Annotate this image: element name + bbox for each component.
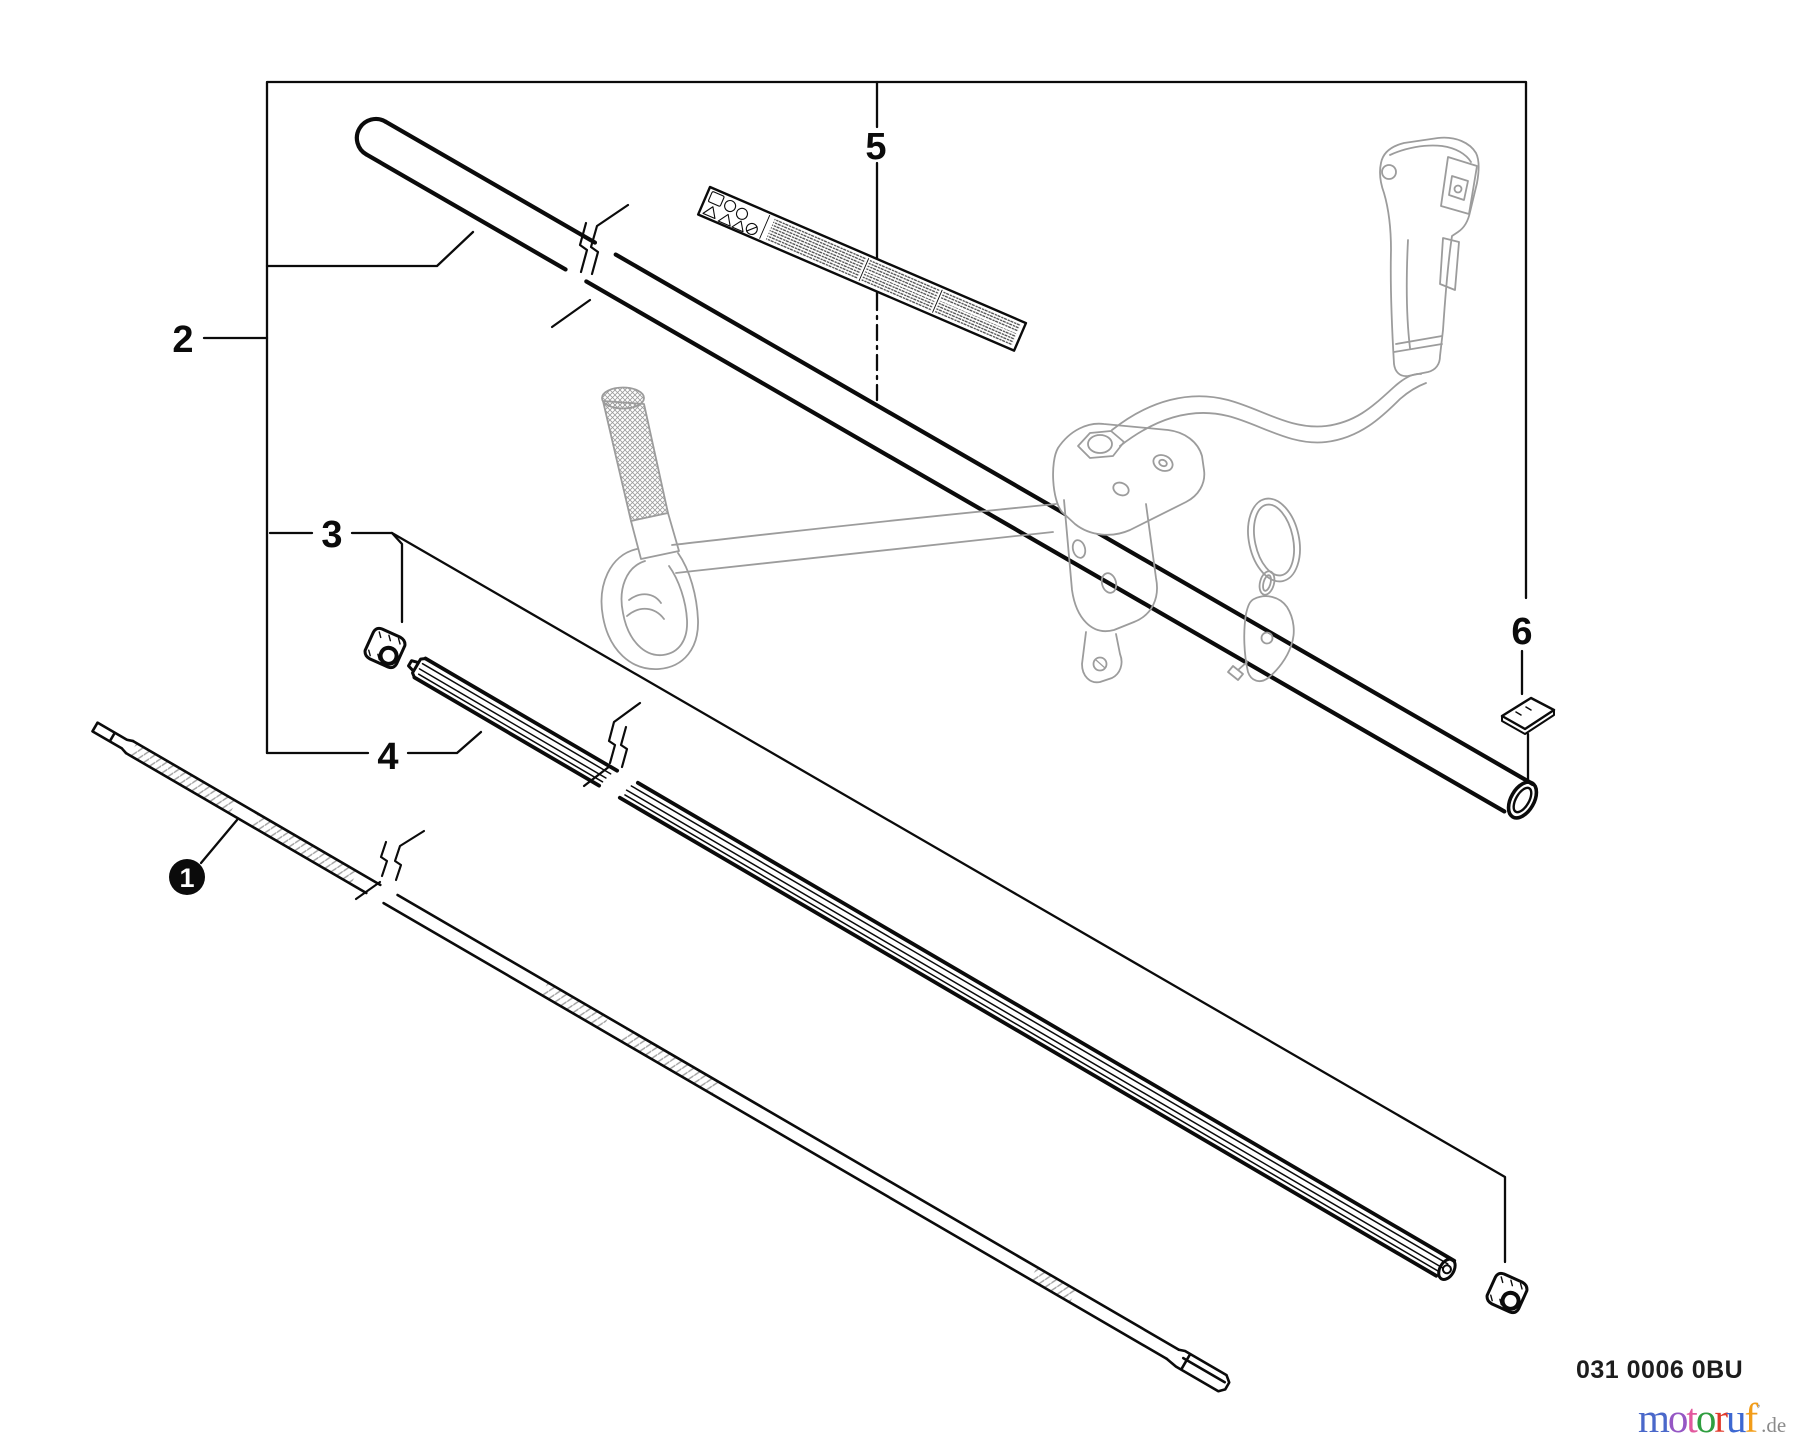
ring-inner: [1253, 503, 1295, 577]
logo-letter: t: [1686, 1395, 1697, 1441]
motoruf-logo[interactable]: motoruf’.de: [1638, 1394, 1786, 1442]
part-label-6: 6: [1511, 611, 1532, 653]
flex-shaft-part1: [91, 721, 1231, 1393]
shaft-square-tip-top: [91, 721, 135, 755]
bushing-upper: [358, 622, 412, 674]
eye-protection-icon: [724, 199, 737, 213]
part-label-1: 1: [179, 863, 194, 893]
ear-protection-icon: [735, 207, 749, 220]
logo-letter: m: [1638, 1395, 1670, 1441]
throttle-cable-ghost: [1111, 373, 1427, 447]
shaft-hatch-5: [1030, 1268, 1077, 1302]
liner-spline-lines: [417, 662, 1449, 1273]
diagram-part-code: 031 0006 0BU: [1576, 1356, 1744, 1384]
throttle-trigger: [1439, 237, 1460, 291]
tail-screw: [1092, 656, 1108, 672]
logo-letter: o: [1695, 1395, 1716, 1441]
liner-bottom-edge: [412, 675, 1439, 1278]
switch-panel: [1440, 156, 1478, 215]
key-plate-part6: [1500, 696, 1556, 735]
shaft-break-mark: [354, 829, 426, 901]
saddle-hole-2: [1100, 572, 1118, 594]
throttle-handle-ghost: [1379, 136, 1480, 377]
shaft-top-line: [131, 739, 1181, 1352]
hanger-hook: [1243, 595, 1295, 683]
tube-bore: [1512, 786, 1533, 814]
shaft-hatch-1: [130, 743, 237, 813]
liner-end-face: [406, 657, 428, 679]
logo-letter: r: [1714, 1395, 1728, 1441]
liner-break-mark: [582, 701, 642, 788]
black-line-parts: [91, 80, 1556, 1393]
logo-letter: o: [1667, 1395, 1688, 1441]
shaft-hatch-4: [620, 1029, 719, 1094]
harness-ring-ghost: [1227, 497, 1301, 683]
leader-part3-bushing-upper: [350, 531, 404, 624]
logo-trademark: ’: [1756, 1402, 1762, 1418]
clamp-saddle: [1063, 499, 1158, 633]
handle-tube: [671, 503, 1057, 574]
bushing-lower: [1480, 1267, 1534, 1319]
safety-label-part5: [696, 185, 1028, 352]
bracket-plate: [1052, 422, 1206, 536]
liner-end-ellipse: [1437, 1257, 1457, 1281]
read-manual-icon: [708, 191, 725, 207]
logo-letter: u: [1725, 1395, 1746, 1441]
leader-part1: [199, 818, 239, 865]
plate-hole-1: [1152, 454, 1174, 472]
thrown-objects-warning-icon: [717, 213, 731, 227]
tube-open-end: [1506, 780, 1539, 820]
bracket-part2: [265, 80, 1528, 755]
part-label-5: 5: [865, 126, 886, 168]
plate-hole-2: [1112, 481, 1130, 497]
loop-handle-ghost: [600, 386, 1057, 670]
logo-domain-suffix: .de: [1761, 1413, 1787, 1437]
shaft-square-tip-bottom: [1165, 1348, 1231, 1393]
part-label-2: 2: [172, 319, 193, 361]
part-label-4: 4: [377, 736, 398, 778]
loop-twist-lines: [626, 593, 665, 620]
tube-top-edge: [383, 119, 1535, 787]
liner-top-edge: [423, 656, 1457, 1263]
tube-bottom-edge: [364, 152, 1507, 814]
grip-lower: [630, 512, 680, 560]
part-label-3: 3: [321, 514, 342, 556]
loop-outer: [600, 548, 699, 670]
callout-lines: [199, 80, 1530, 1264]
clamp-tail: [1081, 631, 1123, 684]
shaft-hatch-3: [541, 983, 608, 1029]
tube-break-mark: [550, 203, 630, 329]
liner-tube-part4: [406, 656, 1457, 1281]
leader-part3-bushing-lower: [390, 531, 1507, 1264]
handle-outline: [1379, 136, 1480, 377]
no-bystanders-icon: [731, 220, 758, 233]
saddle-hole-1: [1071, 539, 1087, 559]
handle-hole: [1381, 164, 1397, 180]
logo-letter: f: [1744, 1395, 1758, 1441]
loop-inner: [620, 560, 688, 656]
ring-outer: [1247, 497, 1301, 583]
liner-end-bore: [1441, 1264, 1452, 1275]
warning-triangle-icon: [702, 206, 716, 220]
shaft-hatch-2: [251, 814, 358, 884]
leader-part4-right: [406, 730, 483, 755]
grip-body: [602, 400, 669, 522]
shaft-bottom-line: [124, 751, 1168, 1361]
tube-cap: [354, 116, 388, 157]
chain-link: [1258, 570, 1276, 596]
leader-part2-tube: [265, 230, 475, 268]
ghost-reference-parts: [600, 136, 1480, 684]
callout-labels: 1 2 3 4 5 6: [169, 126, 1533, 895]
part1-badge: [169, 859, 205, 895]
drive-tube-part2: [354, 116, 1539, 820]
label-fine-print: [765, 218, 1022, 347]
